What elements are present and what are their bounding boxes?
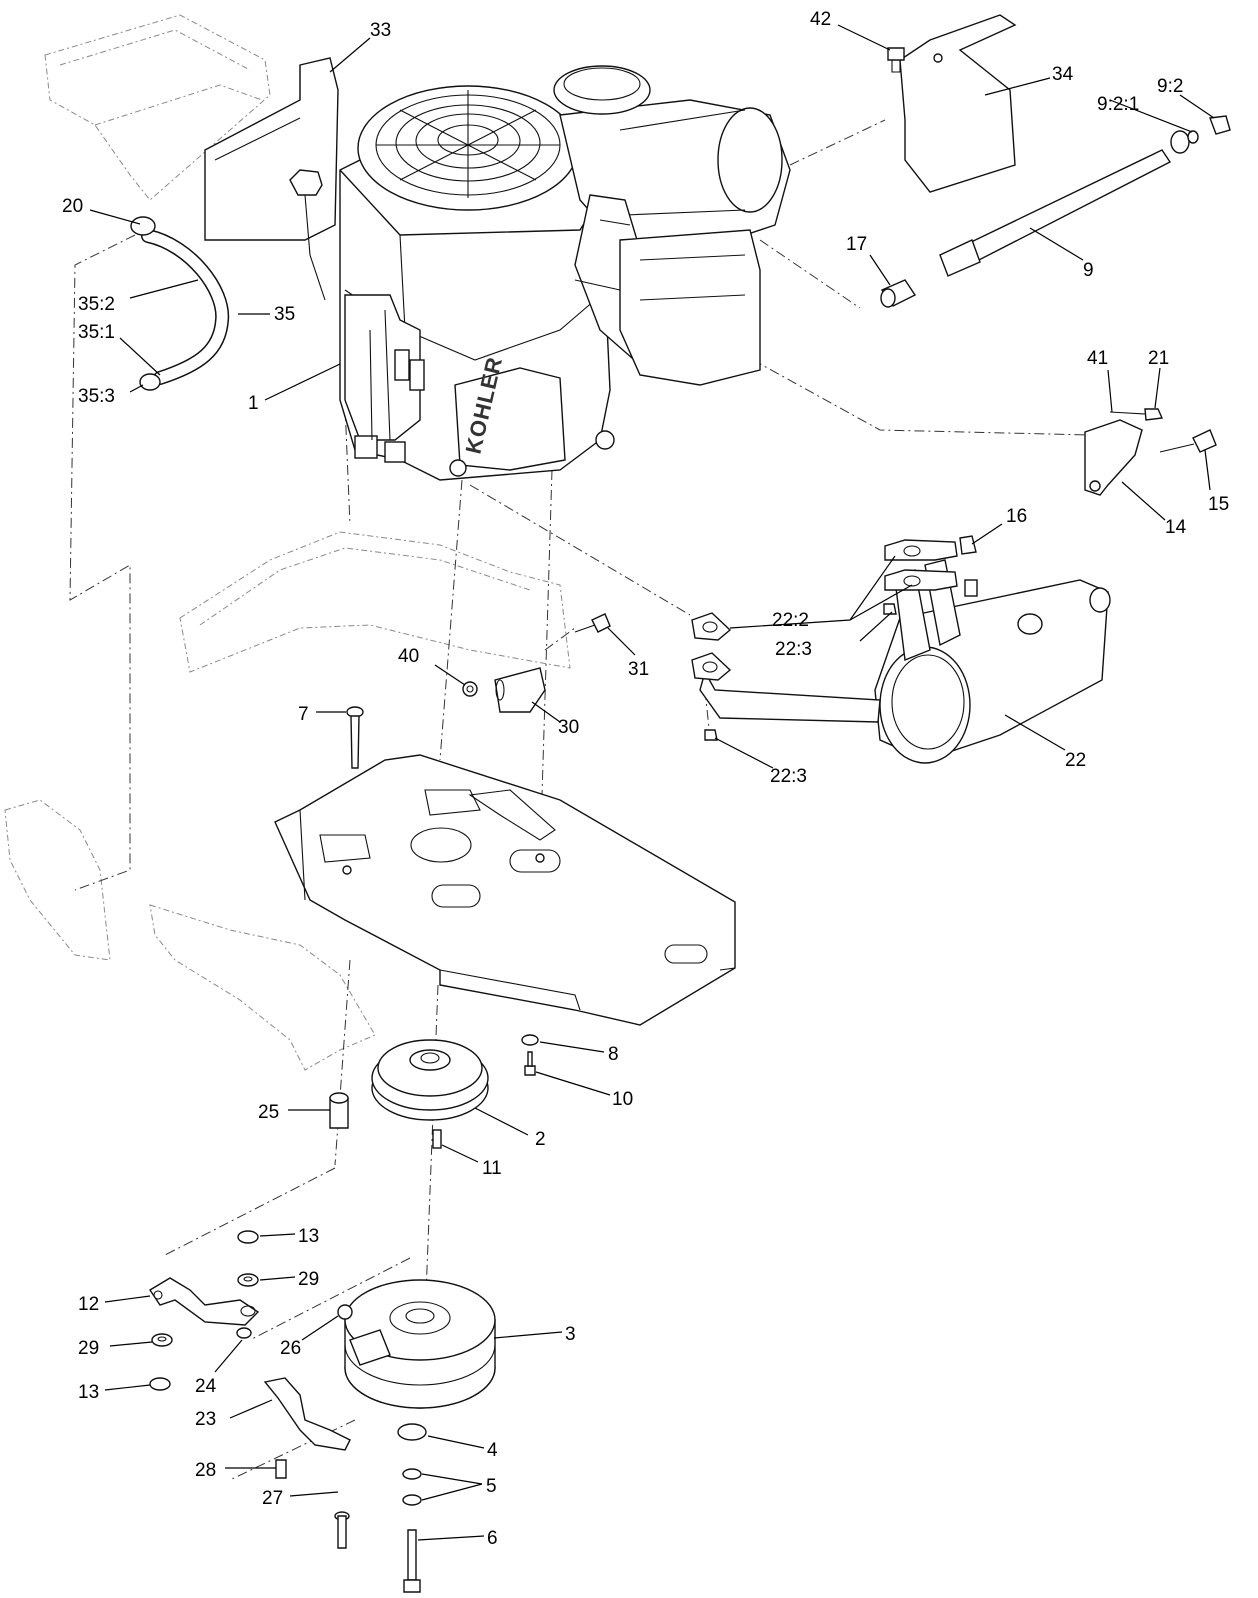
callout-8: 8 [608,1044,619,1065]
callout-9: 9 [1083,260,1094,281]
callout-7: 7 [298,704,309,725]
callout-17: 17 [846,234,867,255]
baffle-33 [204,57,339,241]
callout-28: 28 [195,1460,216,1481]
callout-16: 16 [1006,506,1027,527]
callout-31: 31 [628,659,649,680]
callout-9-2: 9:2 [1157,76,1183,97]
callout-11: 11 [482,1158,502,1179]
callout-6: 6 [487,1528,498,1549]
ghost-frame-top-left [44,14,271,201]
callout-42: 42 [810,9,831,30]
bracket-23 [263,1377,351,1451]
pin-7 [346,706,364,769]
callout-3: 3 [565,1324,576,1345]
nut-16 [959,535,977,555]
callout-23: 23 [195,1409,216,1430]
fuel-line-35 [130,216,230,391]
nut-40 [462,681,478,697]
spacer-4 [397,1423,427,1441]
callout-27: 27 [262,1488,283,1509]
callout-29-bottom: 29 [78,1338,99,1359]
callout-35-2: 35:2 [78,294,115,315]
callout-33: 33 [370,20,391,41]
callout-labels: 33 42 34 9:2 9:2:1 9 17 20 35:2 35 35:1 … [62,9,1229,1549]
bolt-42 [887,47,905,73]
callout-22-3-top: 22:3 [775,639,812,660]
callout-30: 30 [558,717,579,738]
callout-13-top: 13 [298,1226,319,1247]
bolt-10 [524,1051,536,1076]
callout-34: 34 [1052,64,1074,85]
washer-8 [521,1034,539,1046]
ghost-bracket-middle [179,531,571,673]
callout-12: 12 [78,1294,99,1315]
callout-22: 22 [1065,750,1086,771]
bolt-31 [574,613,611,633]
callout-22-2: 22:2 [772,610,809,631]
engine-deck-plate [274,754,736,1026]
callout-5: 5 [486,1476,497,1497]
callout-35-3: 35:3 [78,386,115,407]
bolt-28 [275,1459,287,1479]
callout-29-top: 29 [298,1269,319,1290]
pulley-2 [371,1039,489,1121]
callout-10: 10 [612,1089,633,1110]
bolt-6 [403,1529,421,1593]
callout-25: 25 [258,1102,279,1123]
callout-2: 2 [535,1129,546,1150]
callout-41: 41 [1087,348,1108,369]
clutch-3 [337,1279,496,1409]
callout-13-bottom: 13 [78,1382,99,1403]
callout-21: 21 [1148,348,1169,369]
key-11 [432,1129,442,1149]
callout-20: 20 [62,196,83,217]
ghost-deck-left [4,799,111,961]
idler-arm-12 [149,1277,260,1326]
engine-1: KOHLER [289,65,791,481]
bolt-21 [1109,408,1164,421]
callout-35: 35 [274,304,295,325]
fitting-17 [880,279,917,308]
callout-40: 40 [398,646,419,667]
muffler-22 [699,559,1111,764]
clamp-30 [494,667,546,713]
callout-15: 15 [1208,494,1229,515]
callout-35-1: 35:1 [78,322,115,343]
bolt-15 [1159,429,1217,453]
nuts-13 [149,1230,259,1391]
nuts-22-3 [704,603,897,741]
spacer-25 [329,1092,349,1129]
shield-34 [899,14,1017,193]
callout-26: 26 [280,1338,301,1359]
spacer-24 [236,1327,252,1339]
callout-1: 1 [248,393,259,414]
bolt-27 [334,1511,350,1549]
callout-4: 4 [487,1440,498,1461]
washers-5 [402,1468,422,1506]
tube-9 [939,115,1231,277]
gaskets-22-2 [691,539,958,681]
bracket-14 [1084,419,1143,496]
callout-9-2-1: 9:2:1 [1097,94,1139,115]
washers-29 [151,1273,259,1347]
callout-24: 24 [195,1376,217,1397]
callout-14: 14 [1165,517,1187,538]
leader-lines [89,24,1215,1541]
callout-22-3-bottom: 22:3 [770,766,807,787]
ghost-deck-right [149,904,376,1071]
